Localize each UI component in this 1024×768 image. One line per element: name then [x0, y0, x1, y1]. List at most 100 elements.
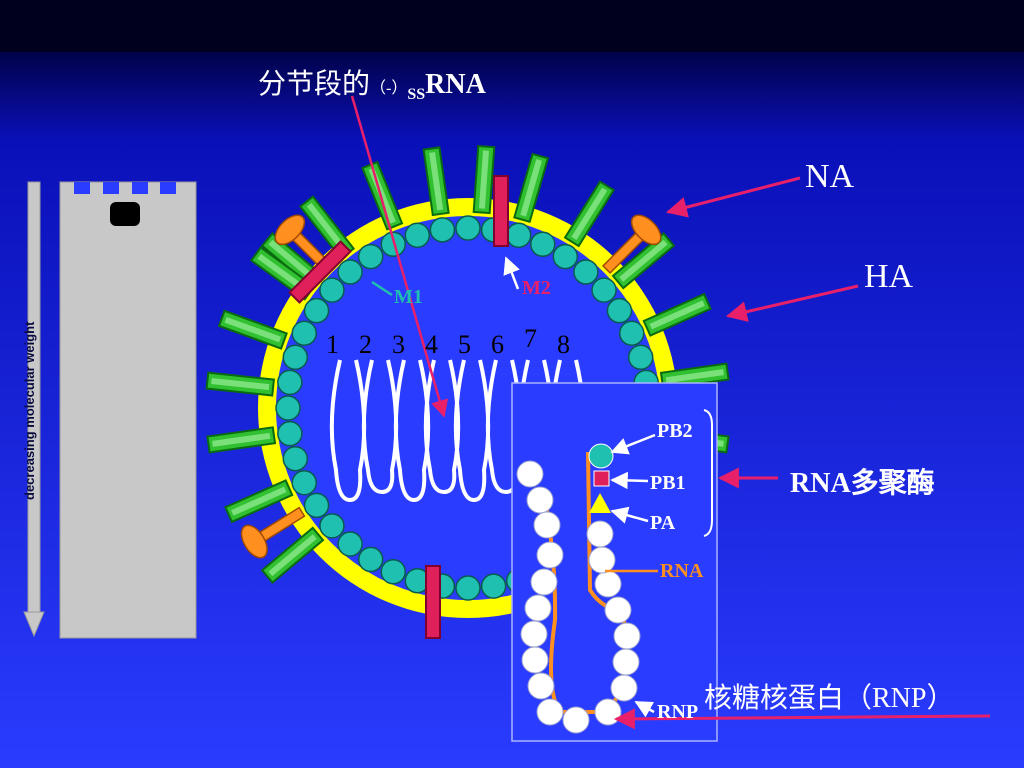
polymerase-label: RNA多聚酶 [790, 468, 935, 499]
na-spike [601, 214, 662, 275]
nucleoprotein [533, 511, 561, 539]
segment-number: 5 [458, 330, 471, 359]
gel-band [110, 202, 140, 226]
nucleoprotein [536, 698, 564, 726]
m2-label: M2 [522, 277, 551, 299]
m1-protein [303, 492, 330, 519]
m1-protein [429, 217, 456, 243]
m1-protein [480, 573, 507, 599]
m1-protein [455, 215, 481, 241]
segment-number: 8 [557, 330, 570, 359]
nucleoprotein [562, 706, 590, 734]
na-spike [240, 506, 306, 559]
m1-protein [275, 395, 301, 421]
nucleoprotein [610, 674, 638, 702]
m1-protein [380, 558, 406, 585]
m1-protein [319, 277, 345, 303]
pa-protein [589, 493, 611, 513]
nucleoprotein [520, 620, 548, 648]
ha-spike [224, 479, 294, 524]
ha-spike [563, 180, 616, 248]
segment-number: 3 [392, 330, 405, 359]
ha-spike [205, 371, 276, 397]
m1-protein [552, 243, 579, 270]
nucleoprotein [536, 541, 564, 569]
rna-segment [423, 359, 461, 495]
m1-protein [303, 297, 330, 324]
ha-arrow [725, 284, 859, 322]
ha-spike [361, 160, 404, 231]
m1-protein [357, 243, 384, 270]
nucleoprotein [526, 486, 554, 514]
pb1-protein [593, 470, 610, 487]
m2-channel [425, 565, 441, 639]
m1-label: M1 [394, 286, 423, 308]
m1-protein [380, 231, 406, 258]
m1-protein [404, 222, 431, 249]
nucleoprotein [516, 460, 544, 488]
nucleoprotein [594, 570, 622, 598]
m1-protein [337, 531, 363, 557]
na-arrow [665, 176, 801, 218]
nucleoprotein-chain [516, 460, 641, 734]
pa-label: PA [650, 512, 676, 534]
nucleoprotein [613, 622, 641, 650]
pb1-label: PB1 [650, 472, 686, 494]
ha-label: HA [864, 258, 914, 295]
m1-protein [277, 420, 303, 447]
gel-panel [23, 181, 197, 639]
m1-protein [455, 575, 481, 601]
m1-ring [275, 215, 661, 601]
segment-arrow [350, 95, 449, 418]
m2-channel [493, 175, 509, 247]
nucleoprotein [530, 568, 558, 596]
nucleoprotein [586, 520, 614, 548]
m1-protein [606, 297, 633, 324]
ha-spike [206, 426, 277, 454]
rnp-small-label: RNP [657, 701, 699, 723]
pb2-protein [588, 443, 614, 469]
m1-protein [337, 259, 363, 285]
na-label: NA [805, 158, 855, 195]
m1-protein [591, 277, 617, 303]
ha-spike [472, 145, 496, 215]
nucleoprotein [594, 698, 622, 726]
m1-protein [618, 320, 645, 346]
gel-axis-label: decreasing molecular weight [22, 321, 37, 500]
rnp-arrow [613, 708, 991, 730]
nucleoprotein [604, 596, 632, 624]
rnp-label: 核糖核蛋白（RNP） [704, 683, 955, 714]
ha-spike [513, 152, 550, 224]
m1-protein [291, 470, 318, 496]
m2-channel [288, 240, 352, 304]
segment-number: 6 [491, 330, 504, 359]
m1-protein [277, 369, 303, 396]
ha-spike [611, 232, 676, 290]
m1-protein [530, 231, 556, 258]
nucleoprotein [612, 648, 640, 676]
m1-protein [291, 320, 318, 346]
nucleoprotein [524, 594, 552, 622]
segment-number: 4 [425, 330, 438, 359]
nucleoprotein [527, 672, 555, 700]
segment-number: 2 [359, 330, 372, 359]
nucleoprotein [588, 546, 616, 574]
m1-protein [573, 259, 599, 285]
m1-protein [319, 513, 345, 539]
pb2-label: PB2 [657, 420, 693, 442]
segment-number: 7 [524, 324, 537, 353]
segment-number: 1 [326, 330, 339, 359]
rna-segment [393, 359, 431, 503]
rna-label: RNA [660, 560, 704, 582]
m1-protein [282, 344, 309, 371]
ha-spike [260, 526, 325, 584]
rna-strand [586, 451, 608, 608]
polymerase-bracket [703, 409, 713, 537]
ha-spike [642, 292, 712, 337]
m1-protein [627, 344, 654, 371]
ha-spike [422, 146, 450, 217]
m1-protein [505, 222, 532, 249]
segment-title: 分节段的（-）SSRNA [258, 69, 486, 103]
nucleoprotein [521, 646, 549, 674]
